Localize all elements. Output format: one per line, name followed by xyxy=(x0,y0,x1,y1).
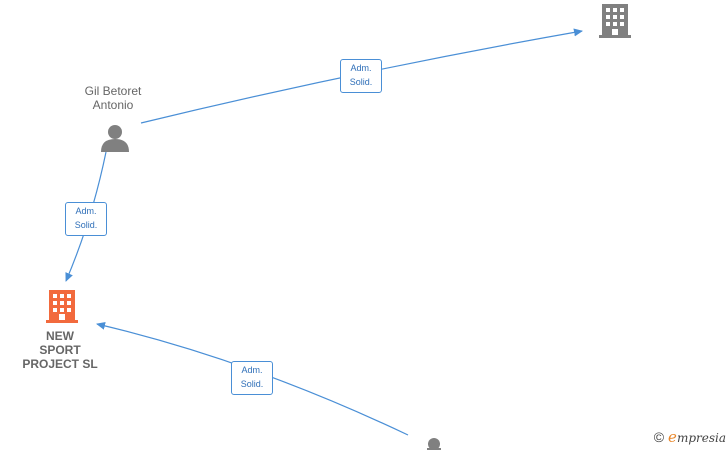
building-icon[interactable] xyxy=(46,290,78,323)
edge-role-text: Solid. xyxy=(74,220,98,230)
edge-role-text: Solid. xyxy=(349,77,373,87)
person-name-line: Gil Betoret xyxy=(84,84,142,98)
company-name-line: SPORT xyxy=(39,343,81,357)
person-label-gil-betoret: Gil Betoret Antonio xyxy=(62,84,164,112)
edge-role-text: Adm. xyxy=(350,63,372,73)
brand-initial: e xyxy=(668,428,677,446)
edge-label-role[interactable]: Adm. Solid. xyxy=(340,59,382,93)
edge-role-text: Adm. xyxy=(241,365,263,375)
edge-label-role[interactable]: Adm. Solid. xyxy=(65,202,107,236)
edge-role-text: Adm. xyxy=(75,206,97,216)
company-name-line: NEW xyxy=(46,329,74,343)
edge-role-text: Solid. xyxy=(240,379,264,389)
person-name-line: Antonio xyxy=(92,98,134,112)
company-name-line: PROJECT SL xyxy=(22,357,98,371)
person-icon[interactable] xyxy=(101,125,129,152)
company-label-new-sport-project: NEW SPORT PROJECT SL xyxy=(14,329,106,371)
edge-label-role[interactable]: Adm. Solid. xyxy=(231,361,273,395)
copyright-symbol: © xyxy=(653,429,665,445)
building-icon[interactable] xyxy=(599,4,631,38)
brand-watermark: ©empresia xyxy=(654,428,726,446)
brand-name: mpresia xyxy=(676,431,726,445)
person-icon[interactable] xyxy=(427,438,441,450)
